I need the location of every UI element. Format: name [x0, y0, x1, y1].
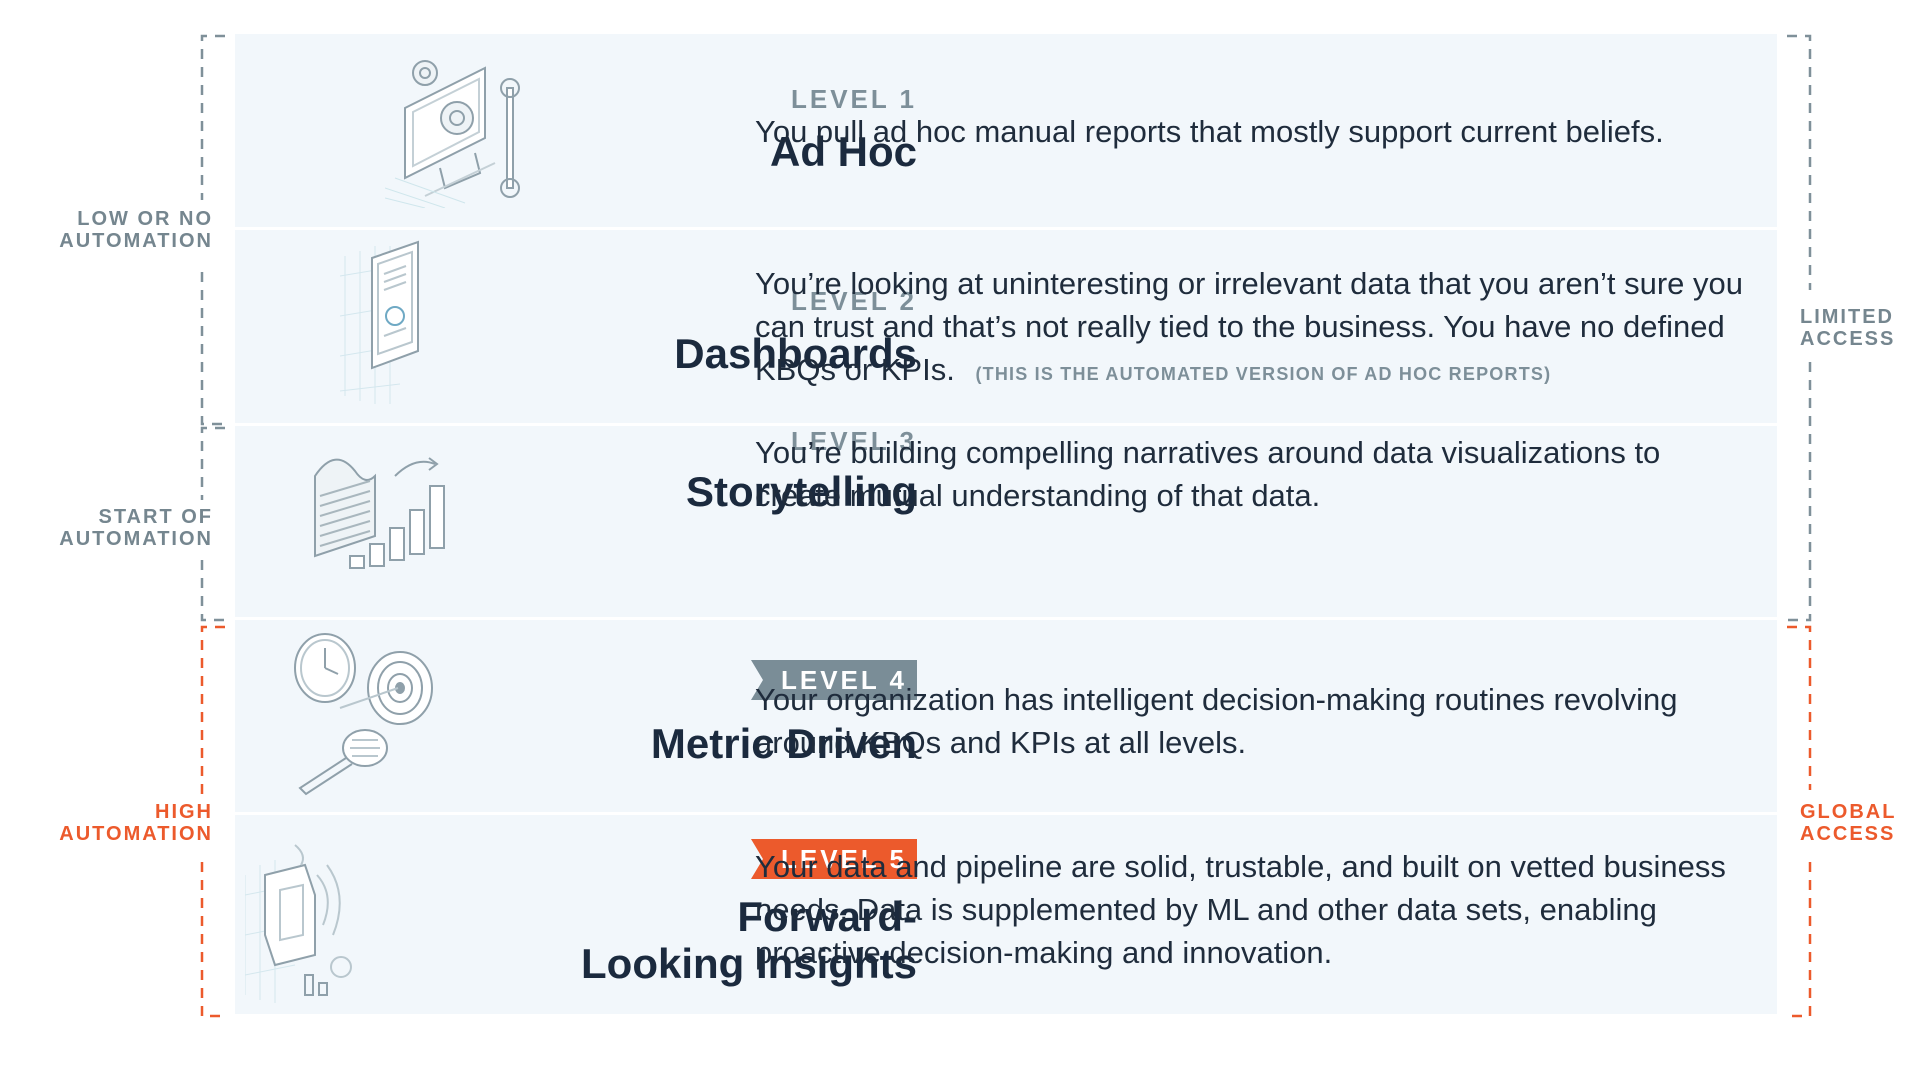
level-label: LEVEL 2 [790, 286, 917, 316]
tablet-dashboard-icon [340, 240, 419, 404]
label-start-of-automation: START OF AUTOMATION [59, 506, 213, 550]
level-1-row: LEVEL 1 Ad Hoc You pull ad hoc manual re… [235, 34, 1777, 227]
level-label: LEVEL 1 [790, 84, 917, 114]
level-3-row: LEVEL 3 Storytelling You’re building com… [235, 426, 1777, 617]
label-global-access: GLOBAL ACCESS [1800, 801, 1897, 845]
level-tag: LEVEL 5 [750, 839, 917, 879]
bar-chart-growth-icon [314, 457, 445, 569]
level-title: Forward- Looking Insights [581, 893, 917, 987]
level-4-row: LEVEL 4 Metric Driven Your organization … [235, 620, 1777, 812]
level-description: You’re building compelling narratives ar… [755, 435, 1661, 513]
level-title: Dashboards [674, 330, 917, 377]
level-title: Storytelling [685, 468, 917, 515]
level-5-row: LEVEL 5 Forward- Looking Insights Your d… [235, 815, 1777, 1014]
clock-target-magnifier-icon [294, 633, 433, 796]
level-description: You pull ad hoc manual reports that most… [755, 114, 1664, 149]
level-description: You’re looking at uninteresting or irrel… [755, 266, 1744, 387]
level-label: LEVEL 3 [790, 426, 917, 456]
level-title: Metric Driven [650, 720, 917, 767]
level-2-row: LEVEL 2 Dashboards You’re looking at uni… [235, 230, 1777, 423]
monitor-gears-wrench-icon [385, 60, 520, 208]
level-tag: LEVEL 4 [750, 660, 917, 700]
robot-signal-icon [245, 844, 352, 1003]
label-low-or-no-automation: LOW OR NO AUTOMATION [59, 208, 213, 252]
level-note: (THIS IS THE AUTOMATED VERSION OF AD HOC… [975, 364, 1552, 384]
level-description: Your organization has intelligent decisi… [755, 682, 1678, 760]
level-title: Ad Hoc [770, 128, 917, 175]
level-description: Your data and pipeline are solid, trusta… [755, 849, 1726, 970]
maturity-levels-panel: LEVEL 1 Ad Hoc You pull ad hoc manual re… [235, 34, 1777, 1014]
label-high-automation: HIGH AUTOMATION [59, 801, 213, 845]
label-limited-access: LIMITED ACCESS [1800, 306, 1896, 350]
